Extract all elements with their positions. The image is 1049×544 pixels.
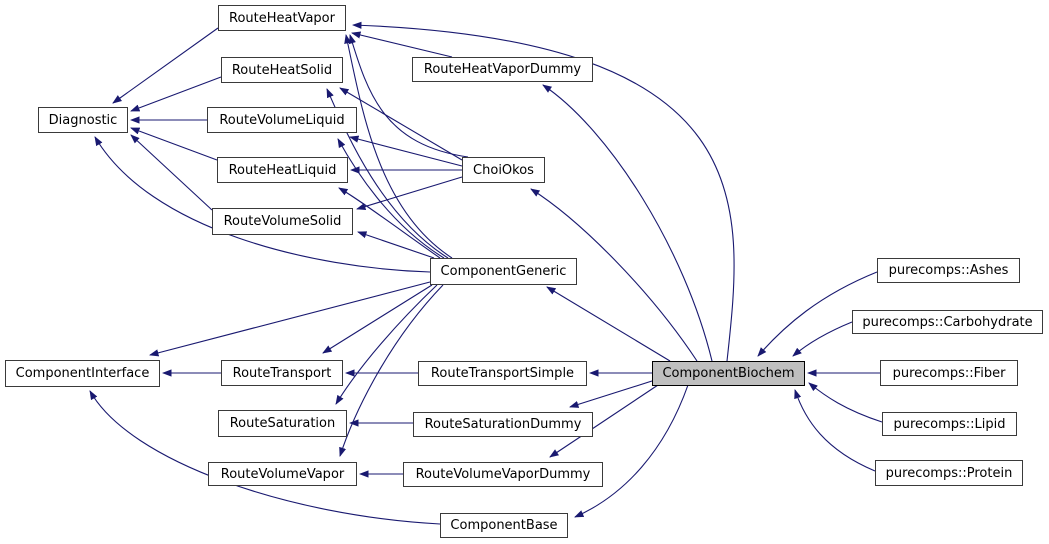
- edge-componentbiochem-to-choiokos: [530, 188, 698, 362]
- edge-componentbiochem-to-routesaturationdummy: [569, 380, 653, 408]
- node-routesaturation[interactable]: RouteSaturation: [218, 410, 347, 437]
- edge-purecomps-protein-to-componentbiochem: [794, 389, 876, 472]
- node-componentbiochem[interactable]: ComponentBiochem: [652, 361, 805, 386]
- node-routevolumevapordummy[interactable]: RouteVolumeVaporDummy: [403, 462, 603, 487]
- edge-componentbiochem-to-componentbase: [574, 384, 689, 518]
- edge-componentgeneric-to-routevolumevapor: [339, 284, 444, 457]
- edge-routevolumesolid-to-diagnostic: [130, 134, 213, 211]
- node-purecomps-ashes[interactable]: purecomps::Ashes: [877, 258, 1020, 283]
- edge-componentgeneric-to-routeheatliquid: [338, 187, 441, 259]
- edge-choiokos-to-routevolumeliquid: [349, 135, 463, 167]
- edge-componentbiochem-to-routevolumevapordummy: [549, 384, 659, 458]
- node-routeheatvapor[interactable]: RouteHeatVapor: [218, 5, 346, 31]
- edge-choiokos-to-routevolumesolid: [356, 176, 463, 210]
- node-choiokos[interactable]: ChoiOkos: [462, 157, 545, 183]
- node-routevolumeliquid[interactable]: RouteVolumeLiquid: [207, 107, 357, 133]
- edge-purecomps-ashes-to-componentbiochem: [757, 271, 878, 357]
- edge-componentgeneric-to-routeheatsolid: [326, 88, 449, 259]
- node-purecomps-fiber[interactable]: purecomps::Fiber: [880, 360, 1018, 386]
- edge-purecomps-lipid-to-componentbiochem: [808, 382, 883, 423]
- edge-componentgeneric-to-routetransport: [322, 284, 433, 354]
- edge-routeheatvapor-to-diagnostic: [112, 27, 219, 104]
- edge-choiokos-to-routeheatvapor: [348, 34, 469, 158]
- edge-componentgeneric-to-routesaturation: [335, 284, 438, 405]
- edges-group: [89, 21, 883, 525]
- edge-componentgeneric-to-componentinterface: [149, 281, 431, 357]
- edge-componentgeneric-to-routeheatvapor: [344, 34, 453, 259]
- edge-routeheatsolid-to-diagnostic: [130, 76, 222, 112]
- edge-purecomps-carbohydrate-to-componentbiochem: [792, 321, 853, 357]
- node-purecomps-carbohydrate[interactable]: purecomps::Carbohydrate: [852, 310, 1043, 334]
- node-componentinterface[interactable]: ComponentInterface: [5, 360, 160, 387]
- node-routeheatvapordummy[interactable]: RouteHeatVaporDummy: [412, 57, 593, 82]
- node-routetransportsimple[interactable]: RouteTransportSimple: [418, 361, 587, 386]
- node-purecomps-lipid[interactable]: purecomps::Lipid: [882, 412, 1017, 436]
- node-routeheatsolid[interactable]: RouteHeatSolid: [221, 57, 343, 83]
- edge-componentbiochem-to-componentgeneric: [546, 286, 671, 362]
- node-routesaturationdummy[interactable]: RouteSaturationDummy: [413, 412, 593, 437]
- edge-componentgeneric-to-diagnostic: [94, 136, 431, 273]
- edge-choiokos-to-routeheatsolid: [339, 87, 463, 161]
- edge-componentbiochem-to-routeheatvapor: [352, 21, 735, 362]
- node-routetransport[interactable]: RouteTransport: [221, 360, 343, 386]
- node-componentbase[interactable]: ComponentBase: [440, 513, 568, 538]
- edge-componentgeneric-to-routevolumeliquid: [337, 138, 445, 259]
- edge-componentgeneric-to-routevolumesolid: [357, 231, 435, 259]
- edge-routeheatliquid-to-diagnostic: [130, 127, 218, 161]
- node-diagnostic[interactable]: Diagnostic: [38, 107, 128, 133]
- node-purecomps-protein[interactable]: purecomps::Protein: [875, 460, 1023, 486]
- edge-componentbiochem-to-routeheatvapordummy: [542, 84, 713, 362]
- edge-routeheatvapordummy-to-routeheatvapor: [351, 31, 453, 58]
- node-routeheatliquid[interactable]: RouteHeatLiquid: [217, 157, 348, 183]
- node-routevolumevapor[interactable]: RouteVolumeVapor: [208, 462, 357, 486]
- node-routevolumesolid[interactable]: RouteVolumeSolid: [212, 208, 353, 235]
- node-componentgeneric[interactable]: ComponentGeneric: [430, 258, 577, 285]
